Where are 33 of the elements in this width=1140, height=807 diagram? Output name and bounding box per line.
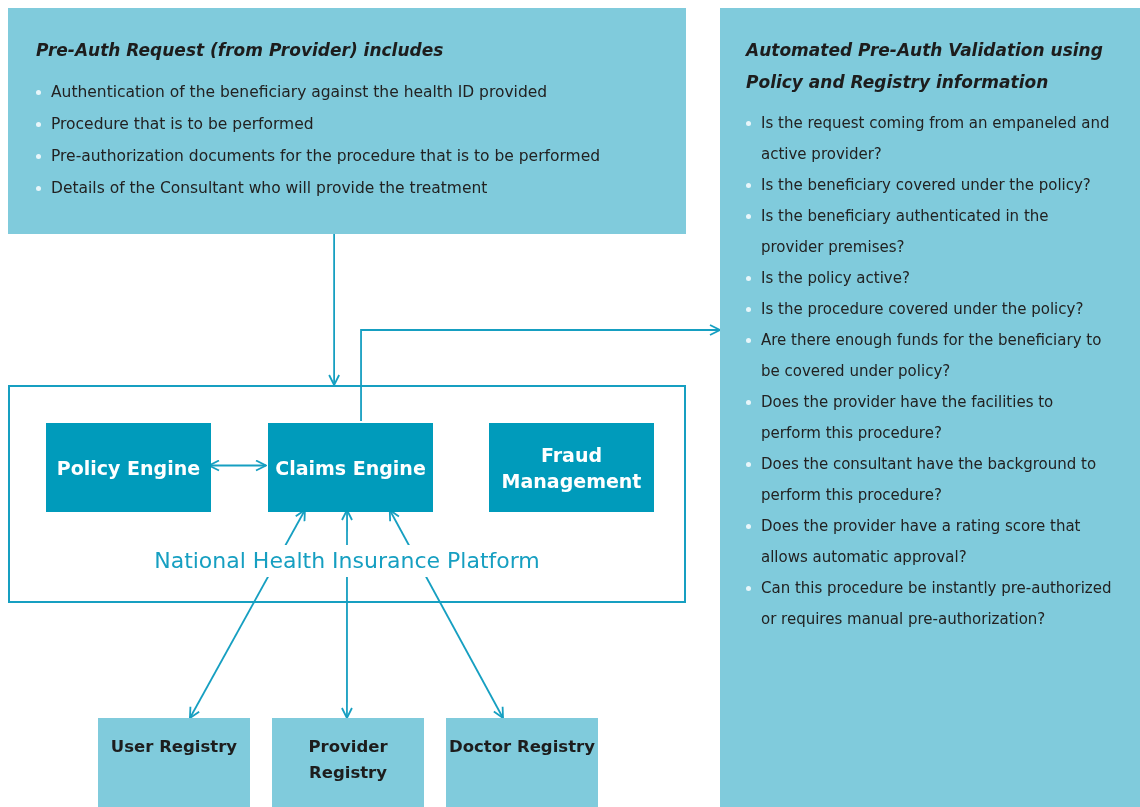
box-label: User Registry (110, 736, 238, 758)
bullet-item: Is the beneficiary authenticated in the provider premises? (746, 201, 1114, 263)
engine-box (489, 423, 654, 512)
engine-box (268, 423, 433, 512)
bullet-item: Is the request coming from an empaneled and active provider? (746, 108, 1114, 170)
registry-box (272, 718, 424, 807)
bullet-item: Is the procedure covered under the policy? (746, 294, 1114, 325)
box-label: Doctor Registry (449, 736, 595, 758)
panel-heading: Automated Pre-Auth Validation using Policy and Registry information (746, 39, 1104, 94)
arrow (360, 324, 721, 422)
bullet-item: Procedure that is to be performed (36, 108, 658, 140)
bullet-item: Does the provider have a rating score that allows automatic approval? (746, 511, 1114, 573)
panel-heading: Pre-Auth Request (from Provider) includes (36, 39, 445, 62)
bullet-item: Are there enough funds for the beneficiary to be covered under policy? (746, 325, 1114, 387)
box-label: Fraud Management (500, 442, 643, 494)
info-panel (720, 8, 1140, 807)
arrow (328, 233, 340, 386)
box-label: Provider Registry (307, 736, 389, 784)
bullet-item: Does the provider have the facilities to perform this procedure? (746, 387, 1114, 449)
bullet-item: Is the policy active? (746, 263, 1114, 294)
bullet-item: Authentication of the beneficiary against the health ID provided (36, 76, 658, 108)
info-panel (8, 8, 686, 234)
bullet-item: Can this procedure be instantly pre-authorized or requires manual pre-authorization? (746, 573, 1114, 635)
bullet-item: Details of the Consultant who will provide the treatment (36, 172, 658, 204)
bullet-item: Is the beneficiary covered under the policy? (746, 170, 1114, 201)
box-label: Claims Engine (275, 455, 426, 481)
platform-frame (8, 385, 686, 603)
registry-box (446, 718, 598, 807)
engine-box (46, 423, 211, 512)
box-label: Policy Engine (56, 455, 201, 481)
bullet-item: Pre-authorization documents for the procedure that is to be performed (36, 140, 658, 172)
bullet-item: Does the consultant have the background to perform this procedure? (746, 449, 1114, 511)
registry-box (98, 718, 250, 807)
